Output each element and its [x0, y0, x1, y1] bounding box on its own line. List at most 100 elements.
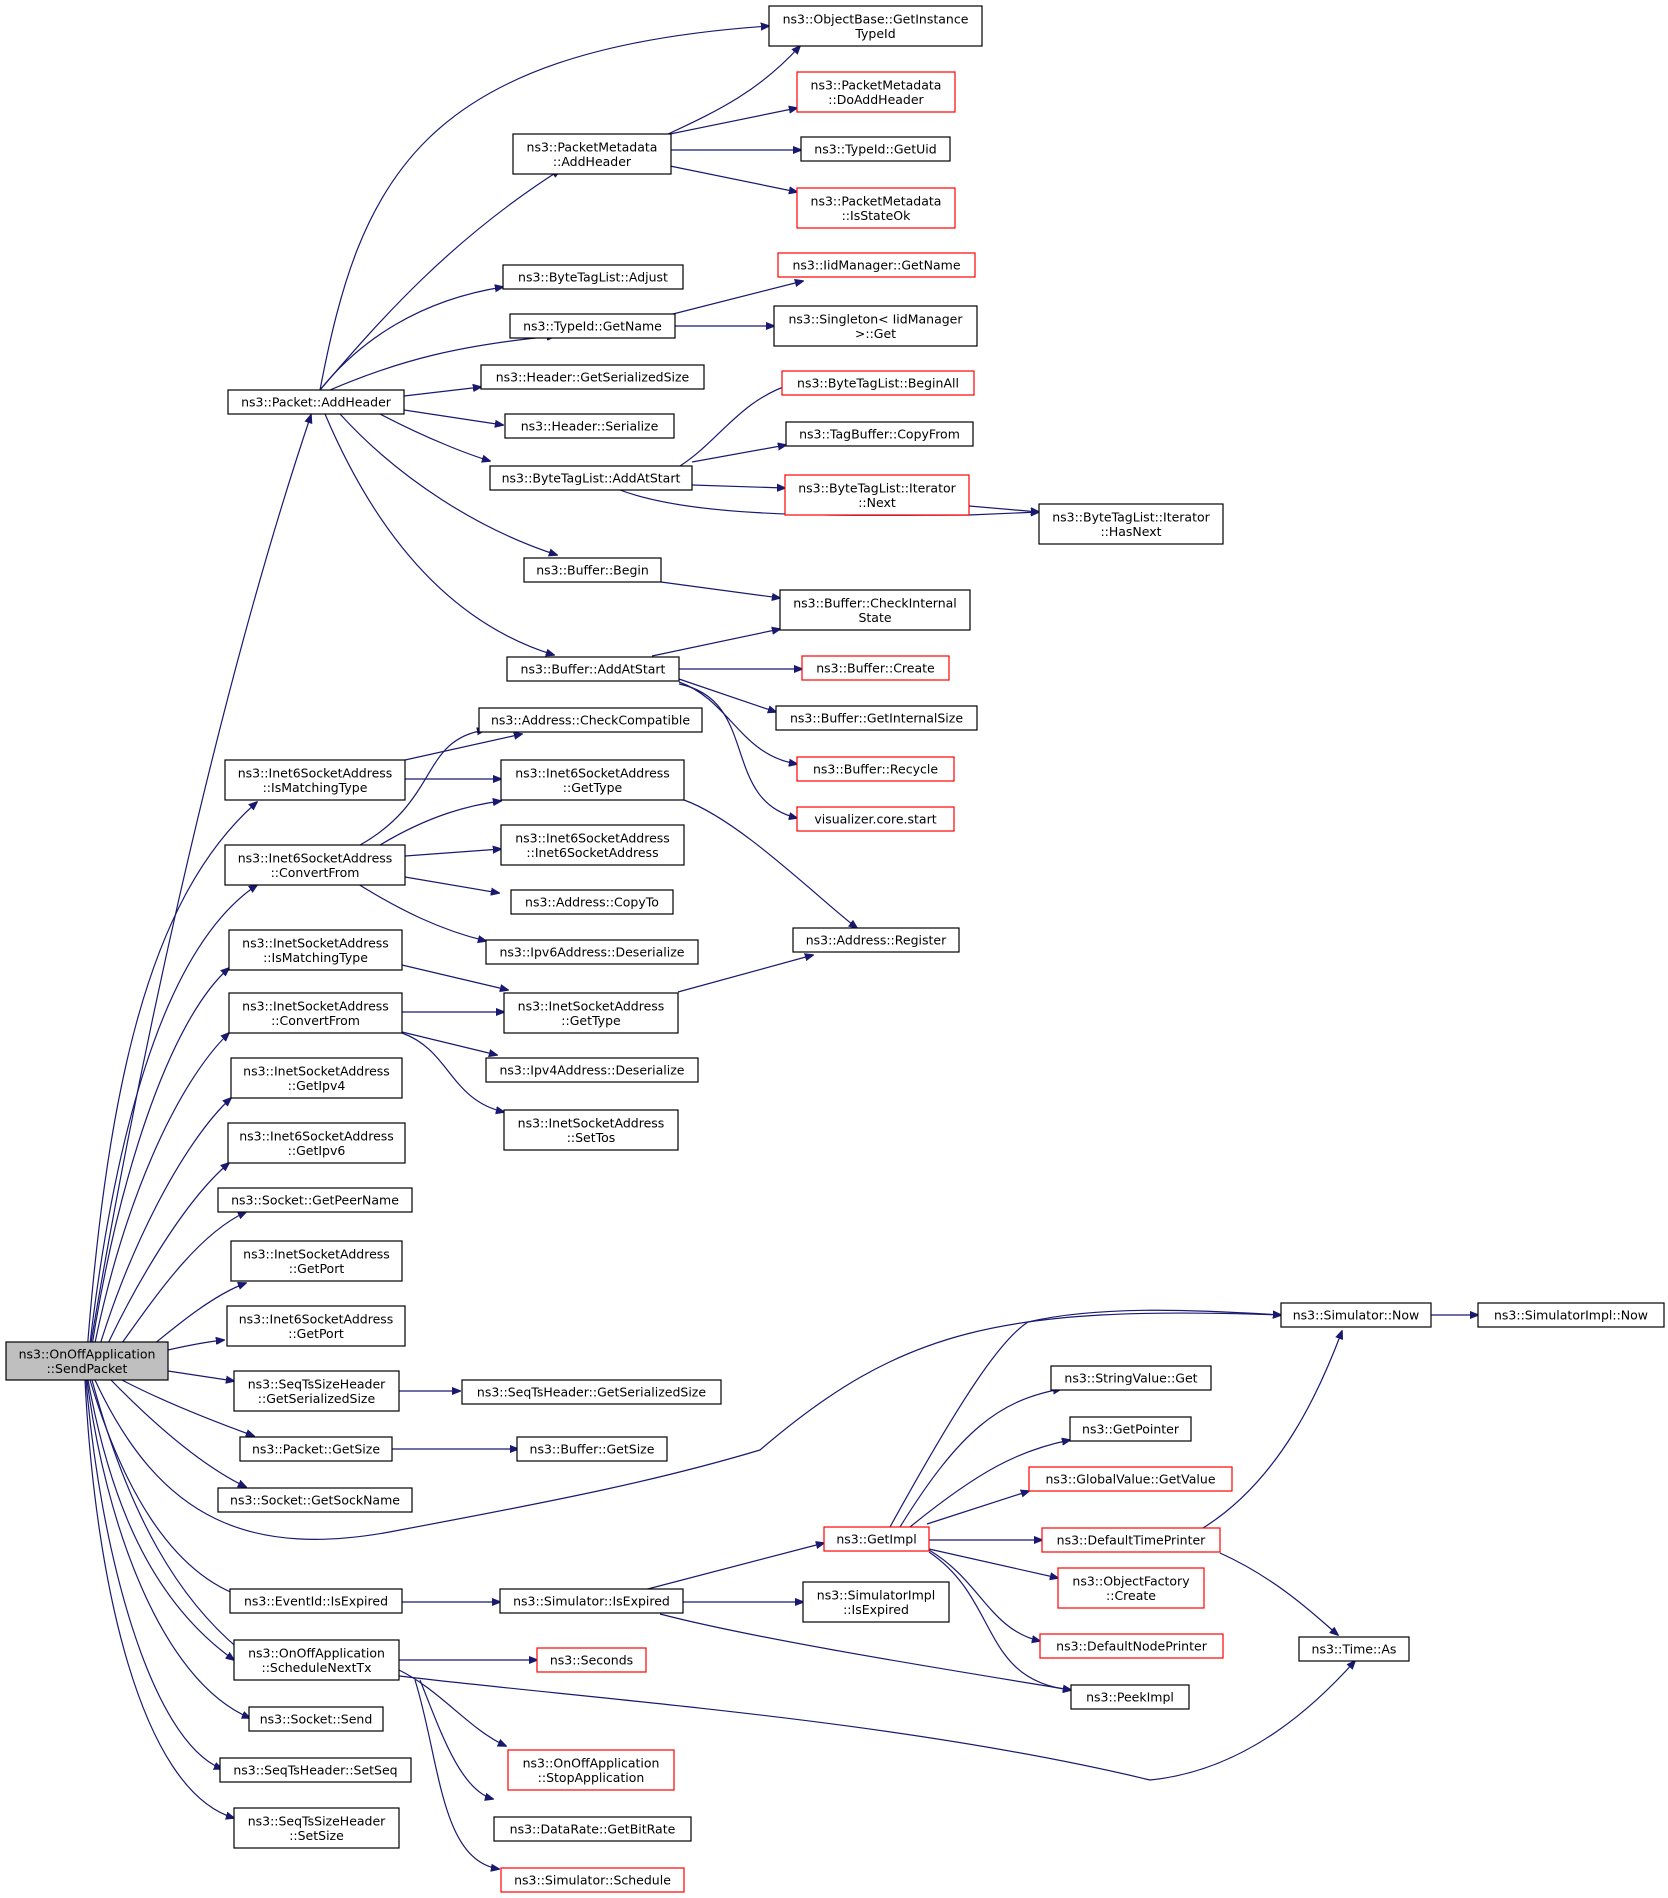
edge-root-to-ns3-getimpl-via-schedule	[91, 1379, 241, 1651]
node-box	[499, 1588, 684, 1614]
function-node-globalvalue-getvalue[interactable]: ns3::GlobalValue::GetValue	[1028, 1466, 1233, 1492]
edge-root-to-inet6-convert	[85, 885, 257, 1380]
function-node-time-as[interactable]: ns3::Time::As	[1298, 1636, 1410, 1662]
function-node-buffer-create[interactable]: ns3::Buffer::Create	[801, 655, 950, 681]
function-node-address-copyto[interactable]: ns3::Address::CopyTo	[510, 889, 674, 915]
node-label-line: ns3::Socket::Send	[260, 1712, 373, 1727]
function-node-ipv6-deser[interactable]: ns3::Ipv6Address::Deserialize	[485, 939, 699, 965]
function-node-defaulttimeprinter[interactable]: ns3::DefaultTimePrinter	[1041, 1527, 1221, 1553]
function-node-btl-addatstart[interactable]: ns3::ByteTagList::AddAtStart	[489, 465, 693, 491]
function-node-simimpl-now[interactable]: ns3::SimulatorImpl::Now	[1477, 1302, 1665, 1328]
function-node-inet-convert[interactable]: ns3::InetSocketAddress::ConvertFrom	[228, 992, 403, 1034]
edge-packet-addheader-to-header-serialize	[403, 409, 503, 425]
edge-root-to-seqts-setseq	[85, 1379, 222, 1769]
function-node-singleton-get[interactable]: ns3::Singleton< IidManager>::Get	[773, 305, 978, 347]
function-node-inet-getport[interactable]: ns3::InetSocketAddress::GetPort	[230, 1240, 403, 1282]
function-node-seqts-setseq[interactable]: ns3::SeqTsHeader::SetSeq	[219, 1757, 412, 1783]
function-node-inet-getipv4[interactable]: ns3::InetSocketAddress::GetIpv4	[230, 1057, 403, 1099]
function-node-inet6-ctor[interactable]: ns3::Inet6SocketAddress::Inet6SocketAddr…	[500, 824, 685, 866]
function-node-stringvalue-get[interactable]: ns3::StringValue::Get	[1050, 1365, 1212, 1391]
function-node-eventid-isexpired[interactable]: ns3::EventId::IsExpired	[229, 1588, 403, 1614]
edge-pm-addheader-to-pm-isstateok	[669, 165, 797, 192]
function-node-pm-addheader[interactable]: ns3::PacketMetadata::AddHeader	[512, 133, 672, 175]
function-node-header-serialize[interactable]: ns3::Header::Serialize	[504, 413, 675, 439]
function-node-socket-getsock[interactable]: ns3::Socket::GetSockName	[217, 1487, 413, 1513]
function-node-inet6-gettype[interactable]: ns3::Inet6SocketAddress::GetType	[500, 759, 685, 801]
function-node-address-checkcompat[interactable]: ns3::Address::CheckCompatible	[478, 707, 703, 733]
node-label-line: ns3::SeqTsSizeHeader	[248, 1813, 386, 1828]
node-label-line: ns3::TypeId::GetUid	[814, 142, 936, 157]
function-node-peekimpl[interactable]: ns3::PeekImpl	[1070, 1684, 1190, 1710]
function-node-ns3-getimpl[interactable]: ns3::GetImpl	[823, 1526, 930, 1552]
function-node-tagbuffer-copyfrom[interactable]: ns3::TagBuffer::CopyFrom	[785, 421, 974, 447]
node-label-line: ns3::GlobalValue::GetValue	[1045, 1472, 1215, 1487]
function-node-btl-iter-next[interactable]: ns3::ByteTagList::Iterator::Next	[784, 474, 970, 516]
function-node-buffer-addatstart[interactable]: ns3::Buffer::AddAtStart	[506, 656, 680, 682]
function-node-simimpl-isexpired[interactable]: ns3::SimulatorImpl::IsExpired	[802, 1581, 950, 1623]
edge-root-to-inet-convert	[87, 1033, 229, 1380]
function-node-socket-getpeer[interactable]: ns3::Socket::GetPeerName	[217, 1187, 413, 1213]
node-label-line: ::IsExpired	[843, 1602, 909, 1617]
function-node-buffer-getsize[interactable]: ns3::Buffer::GetSize	[516, 1436, 668, 1462]
function-node-ns3-seconds[interactable]: ns3::Seconds	[536, 1647, 647, 1673]
edge-onoff-schedule-to-getbitrate	[419, 1679, 493, 1799]
function-node-objfactory-create[interactable]: ns3::ObjectFactory::Create	[1057, 1567, 1205, 1609]
function-node-buffer-begin[interactable]: ns3::Buffer::Begin	[523, 557, 662, 583]
function-node-btl-adjust[interactable]: ns3::ByteTagList::Adjust	[502, 264, 684, 290]
function-node-inet6-convert[interactable]: ns3::Inet6SocketAddress::ConvertFrom	[224, 844, 406, 886]
edge-buffer-begin-to-checkinternal	[660, 581, 780, 598]
function-node-onoff-schedule[interactable]: ns3::OnOffApplication::ScheduleNextTx	[233, 1639, 400, 1681]
node-label-line: ns3::Packet::GetSize	[252, 1442, 380, 1457]
function-node-address-register[interactable]: ns3::Address::Register	[792, 927, 960, 953]
node-box	[224, 844, 406, 886]
edge-getimpl-to-objfactory	[928, 1548, 1058, 1578]
function-node-socket-send[interactable]: ns3::Socket::Send	[248, 1706, 384, 1732]
function-node-inet-settos[interactable]: ns3::InetSocketAddress::SetTos	[503, 1109, 679, 1151]
function-node-defaultnodeprinter[interactable]: ns3::DefaultNodePrinter	[1039, 1633, 1224, 1659]
node-box	[504, 413, 675, 439]
function-node-typeid-getname[interactable]: ns3::TypeId::GetName	[509, 313, 676, 339]
function-node-pm-isstateok[interactable]: ns3::PacketMetadata::IsStateOk	[796, 187, 956, 229]
function-node-inet-ismatching[interactable]: ns3::InetSocketAddress::IsMatchingType	[228, 929, 403, 971]
function-node-typeid-getuid[interactable]: ns3::TypeId::GetUid	[800, 136, 951, 162]
node-box	[5, 1341, 169, 1381]
edge-btl-addatstart-to-beginall	[679, 384, 792, 467]
function-node-header-getser[interactable]: ns3::Header::GetSerializedSize	[480, 364, 705, 390]
node-label-line: ns3::Socket::GetSockName	[230, 1493, 400, 1508]
function-node-seqts-getser[interactable]: ns3::SeqTsSizeHeader::GetSerializedSize	[233, 1370, 400, 1412]
function-node-ipv4-deser[interactable]: ns3::Ipv4Address::Deserialize	[485, 1057, 699, 1083]
edge-inet6-convert-to-checkcompat	[359, 730, 485, 846]
function-node-inet6-getipv6[interactable]: ns3::Inet6SocketAddress::GetIpv6	[227, 1122, 406, 1164]
node-box	[461, 1379, 722, 1405]
function-node-buffer-getinternalsize[interactable]: ns3::Buffer::GetInternalSize	[775, 705, 978, 731]
function-node-packet-addheader[interactable]: ns3::Packet::AddHeader	[227, 389, 405, 415]
function-node-root[interactable]: ns3::OnOffApplication::SendPacket	[5, 1341, 169, 1381]
function-node-inet6-ismatching[interactable]: ns3::Inet6SocketAddress::IsMatchingType	[224, 759, 406, 801]
function-node-pm-doaddheader[interactable]: ns3::PacketMetadata::DoAddHeader	[796, 71, 956, 113]
node-label-line: ns3::ByteTagList::Iterator	[798, 480, 956, 495]
function-node-packet-getsize[interactable]: ns3::Packet::GetSize	[239, 1436, 393, 1462]
function-node-sim-isexpired[interactable]: ns3::Simulator::IsExpired	[499, 1588, 684, 1614]
function-node-visualizer-start[interactable]: visualizer.core.start	[796, 806, 955, 832]
function-node-inet-gettype[interactable]: ns3::InetSocketAddress::GetType	[503, 992, 679, 1034]
edge-inet6-convert-to-ipv6deser	[357, 883, 486, 941]
function-node-inet6-getport[interactable]: ns3::Inet6SocketAddress::GetPort	[226, 1305, 406, 1347]
function-node-sim-schedule[interactable]: ns3::Simulator::Schedule	[500, 1867, 685, 1893]
function-node-buffer-recycle[interactable]: ns3::Buffer::Recycle	[796, 756, 955, 782]
node-label-line: ns3::IidManager::GetName	[792, 258, 960, 273]
function-node-btl-iter-hasnext[interactable]: ns3::ByteTagList::Iterator::HasNext	[1038, 503, 1224, 545]
function-node-seqts-getser2[interactable]: ns3::SeqTsHeader::GetSerializedSize	[461, 1379, 722, 1405]
function-node-datarate-getbitrate[interactable]: ns3::DataRate::GetBitRate	[493, 1816, 692, 1842]
node-label-line: ns3::Address::CheckCompatible	[491, 713, 690, 728]
function-node-sim-now[interactable]: ns3::Simulator::Now	[1280, 1302, 1432, 1328]
function-node-iidmgr-getname[interactable]: ns3::IidManager::GetName	[777, 252, 976, 278]
function-node-getpointer[interactable]: ns3::GetPointer	[1069, 1416, 1192, 1442]
edge-inet6-gettype-to-register	[683, 799, 857, 928]
function-node-onoff-stopapp[interactable]: ns3::OnOffApplication::StopApplication	[507, 1749, 675, 1791]
function-node-btl-beginall[interactable]: ns3::ByteTagList::BeginAll	[781, 370, 975, 396]
function-node-seqtssize-setsize[interactable]: ns3::SeqTsSizeHeader::SetSize	[233, 1807, 400, 1849]
node-box	[485, 1057, 699, 1083]
edge-getimpl-to-getpointer	[909, 1440, 1070, 1528]
